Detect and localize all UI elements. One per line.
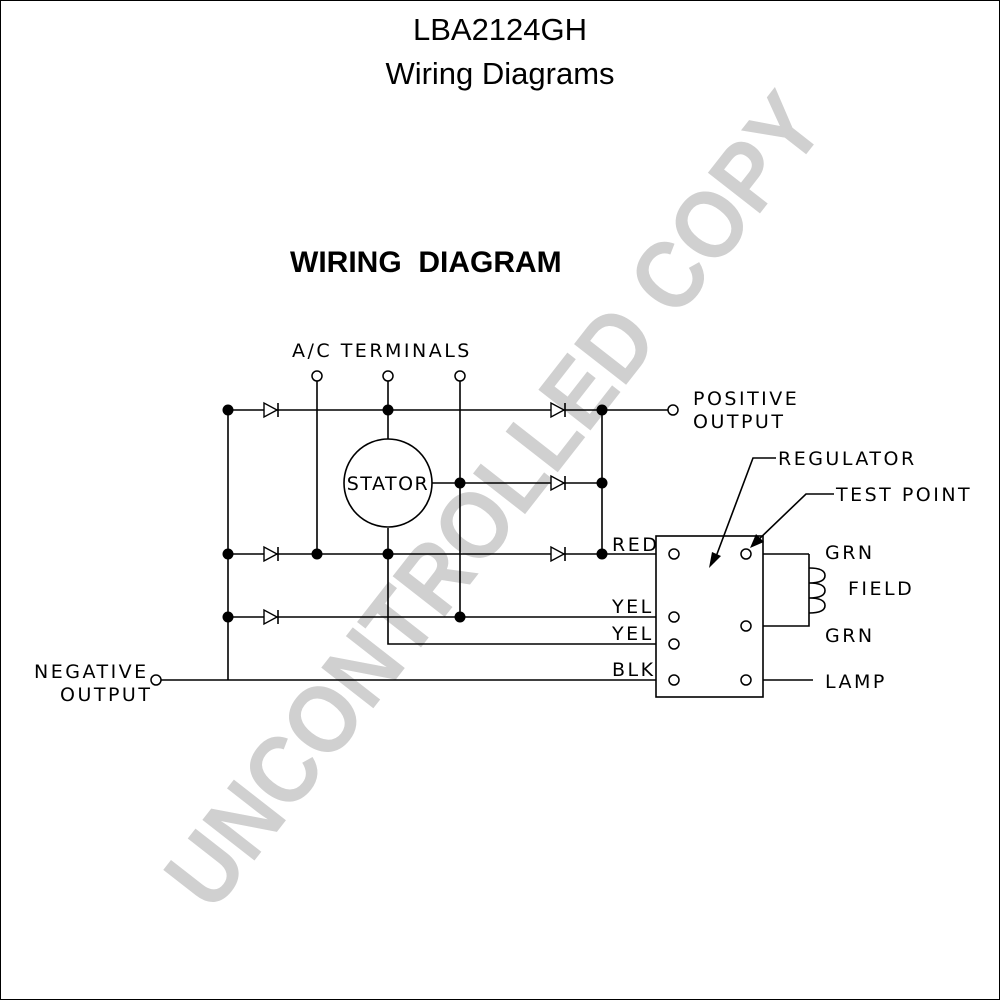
ac-terminal-1	[311, 370, 323, 382]
ac-terminal-3	[454, 370, 466, 382]
regulator-terminals	[668, 548, 752, 686]
wire-label-yel-2: YEL	[611, 623, 654, 645]
positive-output-terminal	[667, 404, 679, 416]
diodes	[263, 401, 566, 626]
wire-label-yel-1: YEL	[611, 596, 654, 618]
terminals	[150, 370, 679, 686]
regulator-box	[655, 535, 764, 698]
negative-output-terminal	[150, 674, 162, 686]
ac-terminal-2	[382, 370, 394, 382]
diode-mid-left	[263, 545, 279, 563]
wire-label-grn-2: GRN	[825, 625, 875, 647]
diode-low-left	[263, 608, 279, 626]
diode-mid-right	[550, 545, 566, 563]
positive-output-label-line2: OUTPUT	[693, 411, 785, 433]
regulator-label: REGULATOR	[778, 448, 917, 470]
wire-label-lamp: LAMP	[825, 671, 887, 693]
page-subtitle: Wiring Diagrams	[385, 56, 615, 91]
diode-top-right	[550, 401, 566, 419]
model-title: LBA2124GH	[412, 12, 588, 47]
positive-output-label-line1: POSITIVE	[693, 388, 799, 410]
test-point-leader	[750, 493, 834, 548]
wire-label-grn-1: GRN	[825, 542, 875, 564]
stator-circle	[343, 438, 433, 528]
regulator-leader	[709, 457, 776, 568]
wire-label-blk: BLK	[612, 659, 656, 681]
ac-terminals-label: A/C TERMINALS	[292, 340, 472, 362]
stator-label: STATOR	[347, 473, 429, 495]
diode-top-left	[263, 401, 279, 419]
diagram-heading: WIRING DIAGRAM	[290, 246, 562, 279]
wire-label-red: RED	[612, 534, 659, 556]
watermark: UNCONTROLLED COPY	[144, 74, 844, 928]
diode-stator-right	[550, 474, 566, 492]
negative-output-label-line1: NEGATIVE	[34, 661, 149, 683]
negative-output-label-line2: OUTPUT	[60, 684, 152, 706]
junction-dots	[222, 404, 608, 623]
field-label: FIELD	[848, 578, 914, 600]
test-point-label: TEST POINT	[835, 484, 972, 506]
